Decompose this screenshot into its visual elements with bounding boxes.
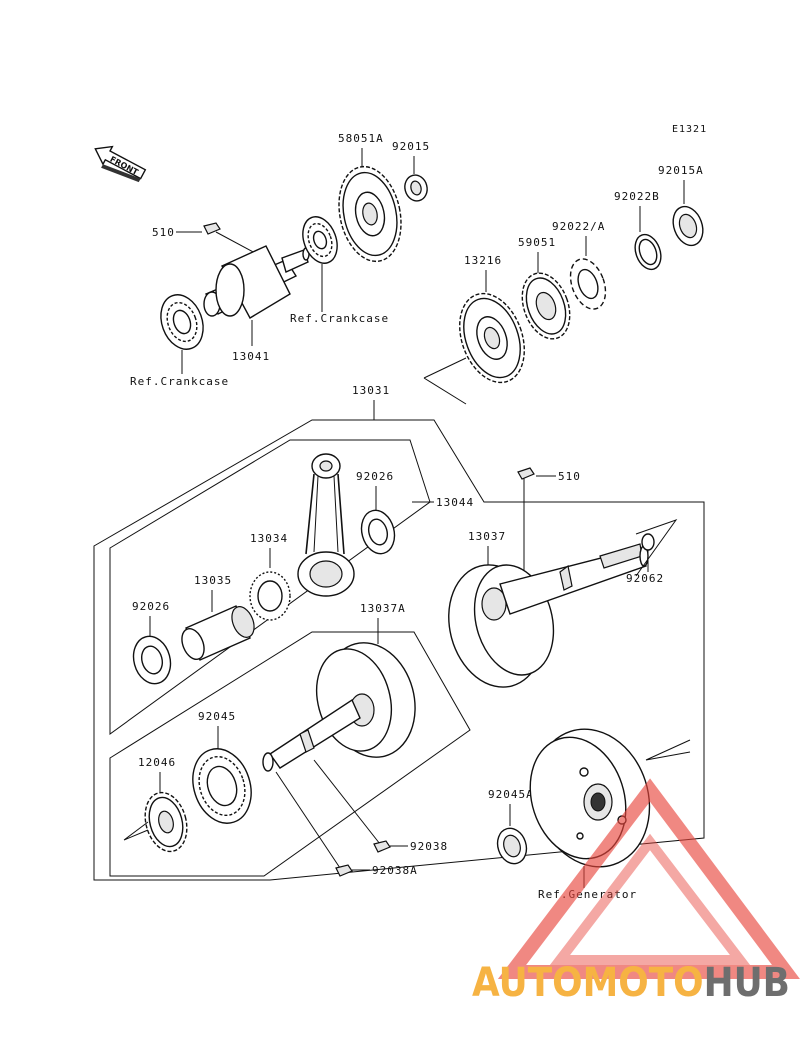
svg-text:AUTOMOTOHUB: AUTOMOTOHUB [472,960,790,1006]
bearing-right [302,216,338,264]
front-arrow-icon: FRONT [94,145,147,183]
watermark-hub: HUB [704,960,790,1006]
label-13037A: 13037A [360,602,406,615]
label-92026-left: 92026 [132,600,170,613]
needle-bearing-13034 [249,571,291,621]
label-13216: 13216 [464,254,502,267]
washer-92026-top [360,509,396,555]
gear-58051A [338,165,402,263]
nut-92015 [404,174,428,202]
label-92022B: 92022B [614,190,660,203]
label-510-mid: 510 [558,470,581,483]
gear-59051 [521,272,571,340]
label-13031: 13031 [352,384,390,397]
label-92045A: 92045A [488,788,534,801]
balancer-shaft-13041 [203,245,310,319]
sprocket-12046 [144,791,188,853]
label-13041: 13041 [232,350,270,363]
connecting-rod [297,453,355,597]
label-13037: 13037 [468,530,506,543]
seal-92045A [496,827,528,865]
key-92038 [373,840,391,853]
bearing-left [160,294,204,350]
label-92062: 92062 [626,572,664,585]
watermark-automoto: AUTOMOTO [472,960,704,1006]
label-59051: 59051 [518,236,556,249]
key-510-top [203,222,221,235]
key-92038A [335,864,353,877]
washer-92022A [569,258,607,310]
watermark-logo: AUTOMOTOHUB [472,778,800,1006]
ref-crankcase-2: Ref.Crankcase [290,312,389,325]
diagram-id: E1321 [672,124,707,135]
nut-92015A [672,205,704,247]
label-92026-top: 92026 [356,470,394,483]
crank-half-13037 [448,543,649,688]
nut-92062 [641,533,655,551]
label-13044: 13044 [436,496,474,509]
label-510-top: 510 [152,226,175,239]
assembly-boundary-13031 [93,419,705,881]
washer-92026-left [132,635,172,685]
crank-half-13037A [262,642,416,772]
key-510-mid [517,467,535,480]
label-12046: 12046 [138,756,176,769]
label-92038: 92038 [410,840,448,853]
label-92038A: 92038A [372,864,418,877]
bearing-92045 [192,748,252,824]
label-58051A: 58051A [338,132,384,145]
assembly-boundary-13044 [109,439,431,735]
label-92045: 92045 [198,710,236,723]
label-92015: 92015 [392,140,430,153]
label-92022A: 92022/A [552,220,605,233]
ref-crankcase-1: Ref.Crankcase [130,375,229,388]
ref-generator: Ref.Generator [538,888,637,901]
label-13034: 13034 [250,532,288,545]
crankpin-13035 [181,605,255,661]
label-92015A: 92015A [658,164,704,177]
washer-92022B [634,233,662,271]
gear-13216 [459,292,525,384]
assembly-boundary-13037A [109,631,471,877]
label-13035: 13035 [194,574,232,587]
